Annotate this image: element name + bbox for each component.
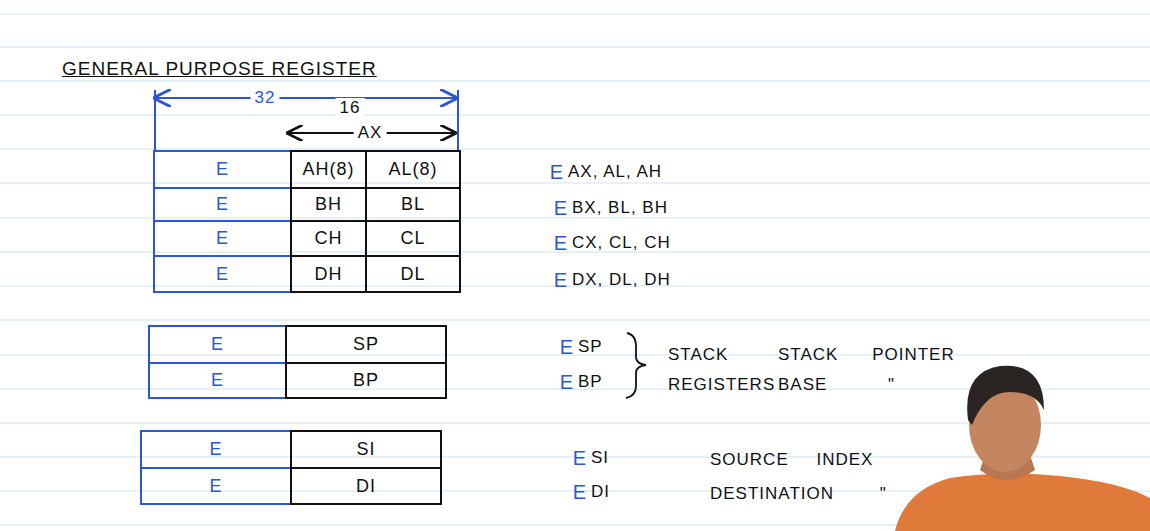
register-cell: DI: [290, 467, 442, 505]
extension-cell: E: [148, 362, 287, 399]
register-cell: DH: [290, 255, 367, 293]
register-cell: AL(8): [365, 150, 461, 189]
note-text: STACK POINTER: [778, 345, 955, 365]
register-name: DL: [400, 264, 425, 285]
ruled-lines: [0, 14, 1150, 525]
register-name: DH: [315, 264, 343, 285]
note-text: E: [554, 232, 568, 255]
register-name: E: [211, 334, 224, 355]
note-text: SP: [578, 337, 603, 357]
extension-cell: E: [153, 150, 292, 189]
register-name: AL(8): [388, 159, 437, 180]
width-label: 16: [336, 98, 365, 118]
register-name: CH: [315, 228, 343, 249]
group-bracket: [626, 333, 646, 398]
register-cell: SP: [285, 325, 447, 364]
register-name: E: [209, 476, 222, 497]
register-name: SI: [356, 439, 375, 460]
extent-tick: [457, 90, 459, 150]
presenter-figure: [895, 366, 1150, 531]
register-label: AX: [354, 123, 387, 143]
width-label: 32: [251, 88, 280, 108]
note-text: E: [554, 269, 568, 292]
register-cell: SI: [290, 430, 442, 469]
register-name: CL: [400, 228, 425, 249]
note-text: BP: [578, 372, 603, 392]
note-text: CX, CL, CH: [572, 233, 671, 253]
page-title: GENERAL PURPOSE REGISTER: [62, 58, 377, 80]
note-text: E: [554, 197, 568, 220]
register-cell: CL: [365, 220, 461, 257]
note-text: DX, DL, DH: [572, 270, 671, 290]
register-cell: DL: [365, 255, 461, 293]
register-name: E: [211, 370, 224, 391]
extension-cell: E: [153, 187, 292, 222]
register-name: E: [209, 439, 222, 460]
note-text: BX, BL, BH: [572, 198, 668, 218]
width-arrow-32: [155, 97, 456, 99]
register-name: E: [216, 228, 229, 249]
extension-cell: E: [153, 220, 292, 257]
extension-cell: E: [140, 430, 292, 469]
note-text: DESTINATION ": [710, 484, 887, 504]
note-text: E: [560, 371, 574, 394]
register-cell: AH(8): [290, 150, 367, 189]
register-name: E: [216, 194, 229, 215]
register-name: AH(8): [302, 159, 354, 180]
register-name: BL: [401, 194, 425, 215]
note-text: SOURCE INDEX: [710, 450, 873, 470]
register-name: BH: [315, 194, 342, 215]
note-text: E: [550, 161, 564, 184]
register-cell: BP: [285, 362, 447, 399]
note-text: E: [573, 481, 587, 504]
note-text: AX, AL, AH: [568, 162, 662, 182]
register-name: DI: [356, 476, 376, 497]
extension-cell: E: [148, 325, 287, 364]
register-cell: BH: [290, 187, 367, 222]
note-text: DI: [591, 482, 610, 502]
note-text: SI: [591, 448, 609, 468]
register-name: E: [216, 264, 229, 285]
register-name: E: [216, 159, 229, 180]
extension-cell: E: [140, 467, 292, 505]
register-cell: BL: [365, 187, 461, 222]
note-text: BASE ": [778, 375, 895, 395]
register-name: BP: [353, 370, 379, 391]
note-text: STACK REGISTERS: [668, 340, 776, 400]
extent-tick: [154, 90, 156, 150]
extension-cell: E: [153, 255, 292, 293]
note-text: E: [573, 447, 587, 470]
register-name: SP: [353, 334, 379, 355]
register-cell: CH: [290, 220, 367, 257]
note-text: E: [560, 336, 574, 359]
